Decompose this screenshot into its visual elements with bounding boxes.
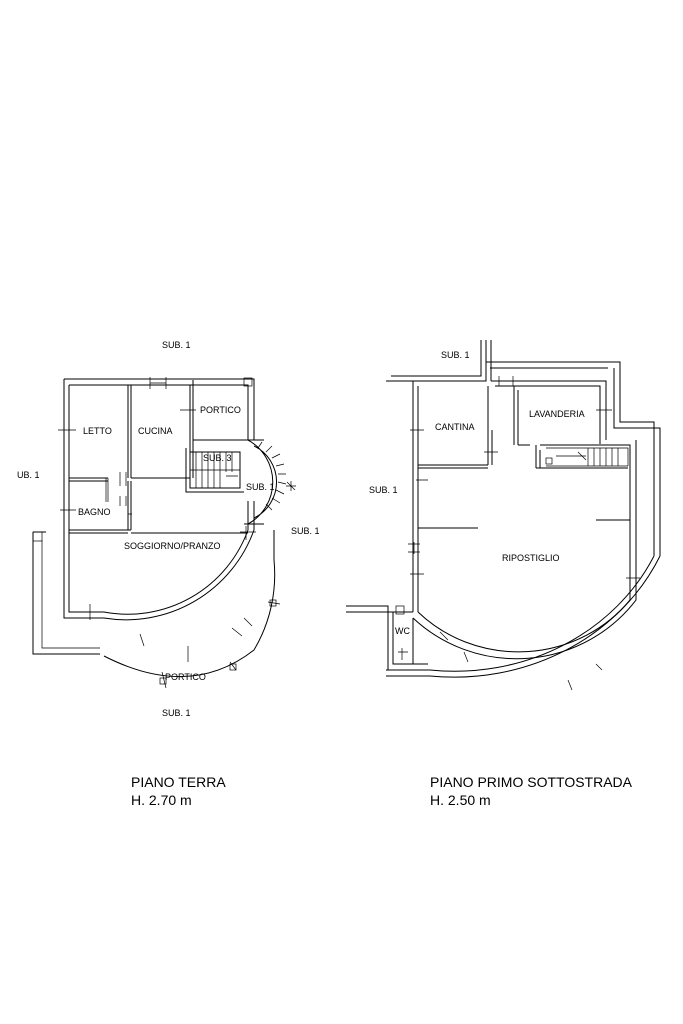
basement-curved-wall-inner: [417, 444, 631, 653]
basement-window-ticks: [396, 375, 640, 691]
basement-interior-walls: [418, 386, 631, 529]
basement-floor-plan: SUB. 1 SUB. 1 CANTINA LAVANDERIA RIPOSTI…: [346, 340, 661, 808]
ground-floor-height: H. 2.70 m: [131, 792, 192, 808]
ground-floor-plan: SUB. 1 UB. 1 SUB. 1 SUB. 1 SUB. 1 SUB. 3…: [17, 340, 320, 808]
ground-door-marker-right: [286, 481, 296, 491]
ground-label-sub-bottom: SUB. 1: [162, 708, 191, 718]
ground-window-ticks: [58, 377, 281, 689]
ground-window-box-top: [243, 377, 253, 387]
basement-floor-title: PIANO PRIMO SOTTOSTRADA: [430, 774, 633, 790]
ground-stair-tower-treads: [257, 441, 287, 511]
ground-label-soggiorno: SOGGIORNO/PRANZO: [124, 541, 221, 551]
ground-stair-treads: [190, 452, 240, 488]
ground-label-letto: LETTO: [83, 426, 112, 436]
ground-portico-inner-line: [41, 540, 100, 649]
ground-label-sub-right: SUB. 1: [291, 526, 320, 536]
basement-label-sub-left: SUB. 1: [369, 485, 398, 495]
ground-floor-outer-wall: [63, 378, 255, 621]
ground-label-sub-stair-right: SUB. 1: [246, 482, 275, 492]
ground-interior-walls: [69, 380, 248, 534]
basement-curved-wall-out-2: [386, 555, 661, 678]
ground-label-bagno: BAGNO: [78, 507, 111, 517]
basement-wc-corner: [395, 605, 405, 615]
basement-stair: [546, 447, 629, 467]
basement-stair-post: [545, 457, 553, 465]
ground-portico-corner: [32, 531, 43, 542]
ground-floor-title: PIANO TERRA: [131, 774, 226, 790]
ground-label-cucina: CUCINA: [138, 426, 173, 436]
ground-label-stair: SUB. 3: [203, 453, 232, 463]
ground-column-bottom-b: [229, 663, 237, 671]
basement-floor-height: H. 2.50 m: [430, 792, 491, 808]
basement-label-lavanderia: LAVANDERIA: [529, 409, 585, 419]
ground-column-right: [269, 599, 277, 607]
basement-label-wc: WC: [395, 626, 410, 636]
ground-label-sub-left: UB. 1: [17, 470, 40, 480]
basement-label-cantina: CANTINA: [435, 422, 475, 432]
ground-label-portico-bottom: PORTICO: [165, 672, 206, 682]
ground-label-sub-top: SUB. 1: [162, 340, 191, 350]
ground-floor-inner-wall: [68, 384, 249, 615]
basement-label-ripostiglio: RIPOSTIGLIO: [502, 553, 560, 563]
ground-stair-tower: [244, 439, 277, 525]
basement-perimeter-walls: [386, 340, 661, 612]
basement-label-sub-top: SUB. 1: [441, 350, 470, 360]
ground-label-portico-top: PORTICO: [200, 405, 241, 415]
basement-wc-walls: [346, 605, 428, 670]
ground-stair-walls: [185, 448, 244, 493]
ground-column-bottom-a: [159, 677, 167, 685]
